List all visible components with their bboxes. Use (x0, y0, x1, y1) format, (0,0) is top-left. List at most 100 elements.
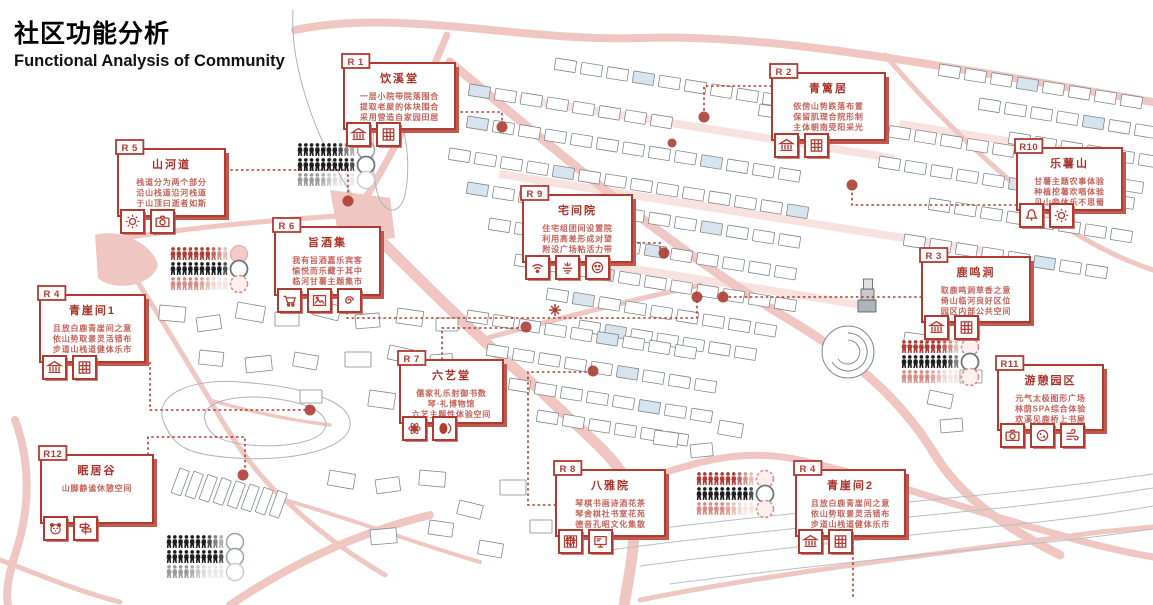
callout-tag: R12 (43, 449, 62, 460)
callout-tag: R 9 (527, 189, 543, 200)
callout-tag-box (397, 350, 427, 366)
bank-icon (774, 133, 799, 158)
callout-line: 主体朝南受阳采光 (793, 122, 863, 132)
callout-title: 八雅院 (590, 478, 630, 492)
callout-tag: R10 (1019, 142, 1038, 153)
sun-icon (120, 209, 145, 234)
callout-line: 园区内部公共空间 (941, 306, 1011, 316)
callout-line: 林荫SPA综合体验 (1015, 404, 1086, 414)
fan-icon (337, 288, 362, 313)
callout-line: 愉悦而乐藏于其中 (292, 266, 362, 276)
callout-title: 青篱居 (809, 81, 848, 95)
callout-line: 甘薯主题农事体验 (1034, 176, 1105, 186)
callout-tag: R 6 (279, 221, 295, 232)
callout-tag-box (520, 185, 550, 201)
window-icon (72, 355, 97, 380)
callout-tag: R 5 (122, 143, 139, 154)
callout-line: 儒家礼乐射御书数 (415, 388, 487, 398)
callout-tag: R 8 (560, 464, 576, 475)
callout-line: 沿山栈道沿河栈道 (136, 188, 206, 198)
callout-line: 元气太极图形广场 (1015, 393, 1085, 403)
page-title: 社区功能分析 Functional Analysis of Community (14, 14, 285, 71)
window-icon (804, 133, 829, 158)
wind-icon (1060, 423, 1085, 448)
callout-tag-box (995, 355, 1025, 371)
callout-line: 山脚静谧休憩空间 (62, 483, 132, 493)
callout-line: 琴·礼博物馆 (427, 399, 475, 409)
callout-tag-box (919, 247, 949, 263)
callout-line: 琴舍棋社书室花苑 (574, 509, 645, 519)
callout-line: 栈道分为两个部分 (136, 177, 206, 187)
callout-title: 青崖间2 (827, 478, 874, 492)
callout-line: 住宅组团间设置院 (542, 223, 612, 233)
callout-tag: R 2 (776, 67, 792, 78)
bank-icon (42, 355, 67, 380)
title-en: Functional Analysis of Community (14, 52, 285, 70)
callout-tag: R 3 (926, 251, 942, 262)
callout-line: 依山势取景灵活错布 (811, 509, 890, 519)
people-indicator (901, 337, 980, 387)
callout-title: 宅间院 (558, 203, 597, 217)
callout-line: 附设广场粘活力带 (542, 244, 612, 254)
bank-icon (346, 122, 371, 147)
callout-line: 见山旁体乐不思蜀 (1034, 197, 1104, 207)
callout-line: 且放白鹿青崖间之意 (811, 498, 890, 508)
callout-tag-box (793, 460, 823, 476)
callout-title: 山河道 (152, 157, 191, 171)
callout-title: 游憩园区 (1025, 373, 1077, 387)
callout-line: 于山顶曰逝者如斯 (136, 198, 206, 208)
callout-line: 取鹿鸣涧草香之意 (941, 285, 1011, 295)
camera-icon (150, 209, 175, 234)
callout-title: 鹿鸣涧 (957, 265, 996, 279)
callout-line: 采用营造自家园田居 (359, 112, 439, 122)
callout-tag-box (341, 53, 371, 69)
callout-line: 欢溪见鹿桥上书屋 (1014, 414, 1085, 424)
moon-icon (1030, 423, 1055, 448)
title-zh: 社区功能分析 (14, 20, 171, 48)
callout-tag: R 7 (404, 354, 420, 365)
bank-icon (798, 529, 823, 554)
callout-line: 且放白鹿青崖间之意 (53, 323, 132, 333)
callout-line: 六艺主题性体验空间 (412, 409, 491, 419)
smile-icon (585, 255, 610, 280)
callout-tag-box (1014, 138, 1044, 154)
callout-line: 倚山临河良好区位 (940, 296, 1011, 306)
callout-tag-box (272, 217, 302, 233)
callout-tag-box (769, 63, 799, 79)
monitor-icon (588, 529, 613, 554)
callout-line: 利用高差形成对望 (541, 234, 612, 244)
callout-line: 一层小院带院落围合 (360, 91, 439, 101)
people-indicator (170, 245, 249, 294)
callout-title: 饮溪堂 (379, 71, 419, 85)
callout-line: 种植挖薯欢唱体验 (1033, 187, 1105, 197)
cart-icon (277, 288, 302, 313)
callout-tag-box (37, 285, 67, 301)
callout-line: 步道山栈道健体乐市 (53, 344, 132, 354)
callout-tag-box (115, 139, 145, 155)
callout-tag-box (38, 445, 68, 461)
callout-line: 临河甘薯主题集市 (292, 276, 362, 286)
callout-line: 提取老屋的体块围合 (360, 102, 439, 112)
callout-title: 乐薯山 (1050, 156, 1089, 170)
callout-tag: R11 (1000, 359, 1019, 370)
window-icon (828, 529, 853, 554)
fountain-icon (555, 255, 580, 280)
callout-line: 我有旨酒嘉乐宾客 (292, 255, 363, 265)
window-icon (954, 315, 979, 340)
window-icon (376, 122, 401, 147)
people-indicator (696, 469, 775, 519)
